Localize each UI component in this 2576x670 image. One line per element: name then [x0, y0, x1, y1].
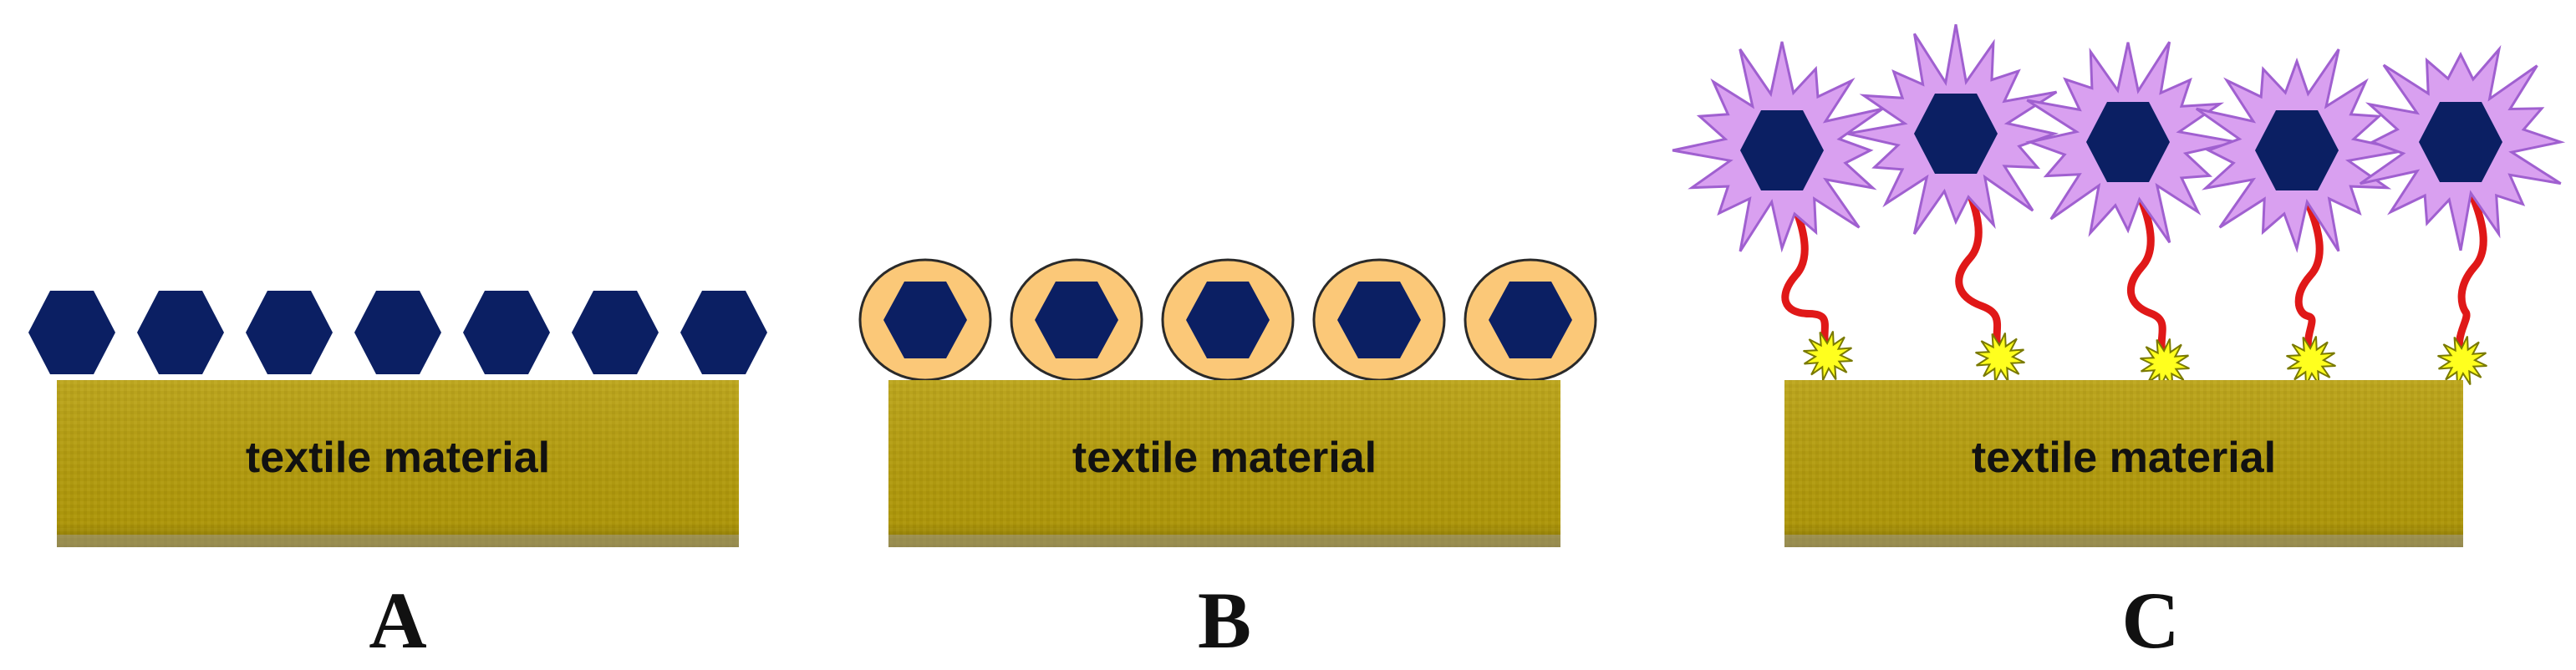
hexagon-icon — [680, 291, 767, 374]
textile-label-c: textile material — [1972, 434, 2276, 482]
particle-row-b — [858, 258, 1597, 382]
hexagon-icon — [246, 291, 333, 374]
panel-label-a: A — [369, 576, 426, 665]
panel-b: textile material B — [858, 258, 1597, 665]
panel-label-b: B — [1198, 576, 1251, 665]
hexagon-icon — [28, 291, 115, 374]
textile-a — [57, 380, 739, 547]
particle-row-a — [28, 291, 767, 374]
hexagon-icon — [463, 291, 550, 374]
linker-chain — [1781, 192, 1832, 360]
hexagon-icon — [2255, 110, 2339, 190]
panel-c: textile material C — [1672, 24, 2566, 665]
textile-label-b: textile material — [1072, 434, 1377, 482]
panel-a: textile material A — [28, 291, 767, 665]
hexagon-icon — [1186, 282, 1270, 358]
hexagon-icon — [883, 282, 967, 358]
hexagon-icon — [1914, 94, 1998, 174]
textile-b — [888, 380, 1560, 547]
hexagon-icon — [137, 291, 224, 374]
hexagon-icon — [1337, 282, 1421, 358]
hexagon-icon — [1035, 282, 1118, 358]
hexagon-icon — [2419, 102, 2502, 182]
linker-chain — [2126, 184, 2169, 368]
panel-label-c: C — [2121, 576, 2179, 665]
linker-chain — [1955, 175, 2004, 362]
hexagon-icon — [1489, 282, 1572, 358]
linker-chain — [2294, 192, 2324, 365]
anchor-star-icon — [2437, 336, 2487, 386]
anchor-star-icon — [1803, 331, 1853, 381]
hexagon-icon — [2086, 102, 2170, 182]
particle-row-c — [1672, 24, 2566, 388]
linker-chain — [2455, 184, 2487, 365]
textile-label-a: textile material — [246, 434, 550, 482]
textile-c — [1784, 380, 2463, 547]
hexagon-icon — [354, 291, 441, 374]
hexagon-icon — [1740, 110, 1824, 190]
hexagon-icon — [572, 291, 659, 374]
